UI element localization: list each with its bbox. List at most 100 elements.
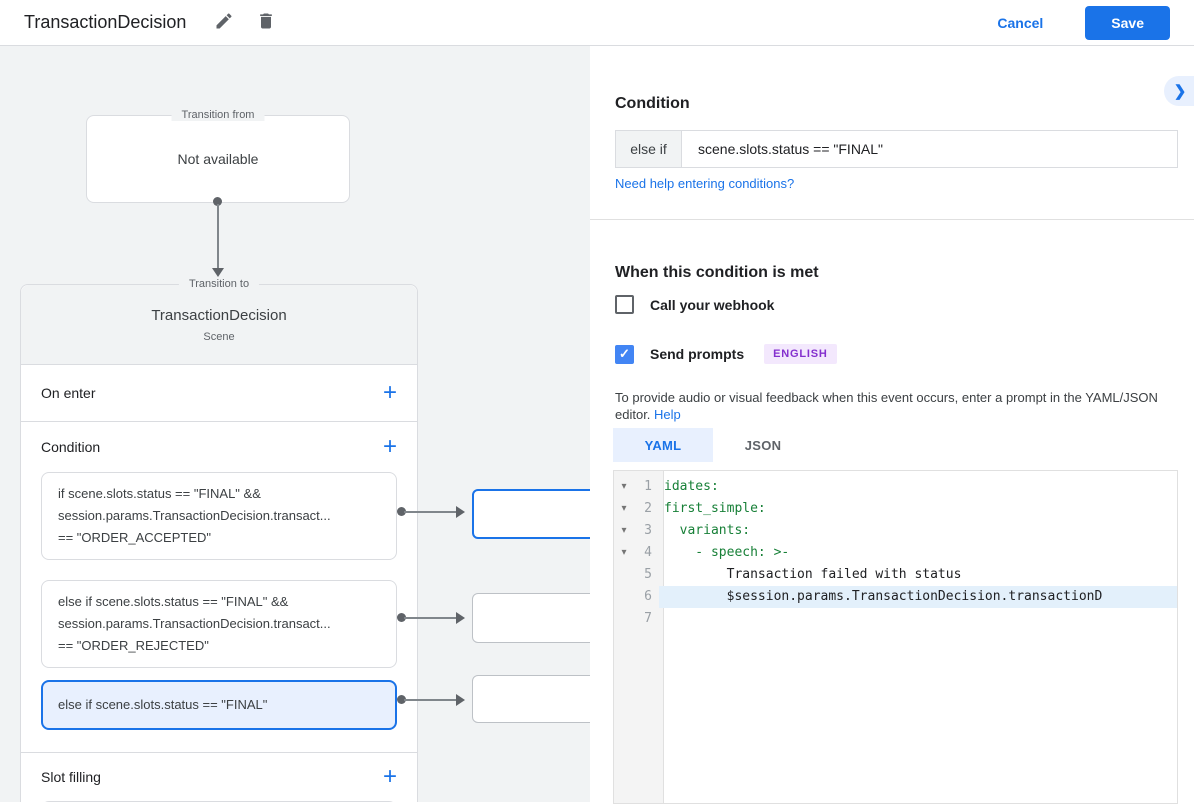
fold-arrow-icon[interactable]: ▾ xyxy=(621,547,627,558)
scene-card-header: TransactionDecision Scene xyxy=(21,285,417,365)
line-number: 1 xyxy=(644,479,652,494)
fold-arrow-icon[interactable]: ▾ xyxy=(621,503,627,514)
webhook-checkbox-row: Call your webhook xyxy=(615,295,774,314)
code-text: idates: xyxy=(664,479,719,494)
call-webhook-checkbox[interactable] xyxy=(615,295,634,314)
on-enter-section: On enter + xyxy=(21,365,417,422)
transition-target-node[interactable] xyxy=(472,593,590,643)
connector-dot xyxy=(397,695,406,704)
on-enter-label: On enter xyxy=(41,385,96,401)
transition-target-node[interactable] xyxy=(472,675,590,723)
line-number: 6 xyxy=(644,589,652,604)
code-line: ▾ 1 idates: xyxy=(614,476,1177,498)
transition-from-legend: Transition from xyxy=(171,109,265,121)
condition-card-1[interactable]: if scene.slots.status == "FINAL" && sess… xyxy=(41,472,397,560)
condition-prefix-label: else if xyxy=(616,131,682,167)
send-prompts-label: Send prompts xyxy=(650,346,745,362)
save-button[interactable]: Save xyxy=(1085,5,1170,40)
tab-json[interactable]: JSON xyxy=(744,437,782,453)
yaml-code-editor[interactable]: ▾ 1 idates: ▾ 2 first_simple: ▾ 3 varian… xyxy=(613,470,1178,804)
add-condition-button[interactable]: + xyxy=(379,435,401,459)
tab-yaml[interactable]: YAML xyxy=(613,428,713,462)
connector-line xyxy=(404,699,458,701)
chevron-right-icon: ❯ xyxy=(1173,83,1187,100)
transition-target-node-selected[interactable] xyxy=(472,489,590,539)
slot-filling-label: Slot filling xyxy=(41,769,101,785)
edit-button[interactable] xyxy=(212,9,236,36)
connector-line xyxy=(404,617,458,619)
code-text: first_simple: xyxy=(664,501,766,516)
condition-card-3-selected[interactable]: else if scene.slots.status == "FINAL" xyxy=(41,680,397,730)
line-number: 2 xyxy=(644,501,652,516)
connector-dot xyxy=(397,613,406,622)
condition-card-line: session.params.TransactionDecision.trans… xyxy=(58,616,331,631)
line-number: 3 xyxy=(644,523,652,538)
line-number: 4 xyxy=(644,545,652,560)
condition-detail-panel: ❯ Condition else if scene.slots.status =… xyxy=(590,46,1194,804)
prompt-help-link[interactable]: Help xyxy=(654,407,681,422)
checkmark-icon: ✓ xyxy=(619,346,630,361)
connector-arrowhead xyxy=(456,612,465,624)
code-text: $session.params.TransactionDecision.tran… xyxy=(659,586,1177,608)
line-number: 5 xyxy=(644,567,652,582)
scene-flow-canvas: Transition from Not available Transition… xyxy=(0,46,590,802)
code-text: Transaction failed with status xyxy=(664,567,962,582)
slot-filling-section-header: Slot filling + xyxy=(21,753,417,801)
condition-card-line: session.params.TransactionDecision.trans… xyxy=(58,508,331,523)
fold-spacer xyxy=(614,586,634,608)
code-line: ▾ 4 - speech: >- xyxy=(614,542,1177,564)
scene-subtitle: Scene xyxy=(203,330,235,343)
line-number: 7 xyxy=(644,611,652,626)
prompt-hint-body: To provide audio or visual feedback when… xyxy=(615,390,1158,422)
condition-card-line: == "ORDER_REJECTED" xyxy=(58,638,209,653)
condition-card-line: else if scene.slots.status == "FINAL" && xyxy=(58,594,289,609)
delete-icon xyxy=(256,11,276,34)
editor-tabs: YAML JSON xyxy=(613,428,813,462)
transition-from-node: Transition from Not available xyxy=(86,109,350,203)
condition-section: Condition + if scene.slots.status == "FI… xyxy=(21,422,417,753)
add-icon: + xyxy=(382,763,397,790)
condition-label: Condition xyxy=(41,439,101,455)
code-text: - speech: >- xyxy=(664,545,790,560)
code-line: ▾ 2 first_simple: xyxy=(614,498,1177,520)
panel-heading: Condition xyxy=(615,95,690,113)
add-icon: + xyxy=(382,379,397,406)
fold-arrow-icon[interactable]: ▾ xyxy=(621,481,627,492)
code-line: 7 xyxy=(614,608,1177,630)
page-title: TransactionDecision xyxy=(24,12,187,32)
transition-from-content: Not available xyxy=(177,151,259,167)
condition-card-line: == "ORDER_ACCEPTED" xyxy=(58,530,211,545)
editor-gutter xyxy=(614,471,664,803)
collapse-panel-button[interactable]: ❯ xyxy=(1164,76,1194,106)
prompts-checkbox-row: ✓ Send prompts ENGLISH xyxy=(615,344,837,364)
condition-card-2[interactable]: else if scene.slots.status == "FINAL" &&… xyxy=(41,580,397,668)
edit-icon xyxy=(214,11,234,34)
cancel-button[interactable]: Cancel xyxy=(991,14,1049,32)
delete-button[interactable] xyxy=(254,9,278,36)
condition-section-header: Condition + xyxy=(21,422,417,472)
header-actions: Cancel Save xyxy=(991,5,1170,40)
send-prompts-checkbox[interactable]: ✓ xyxy=(615,344,634,364)
code-text: variants: xyxy=(664,523,751,538)
add-on-enter-button[interactable]: + xyxy=(379,381,401,405)
conditions-help-link[interactable]: Need help entering conditions? xyxy=(615,176,795,191)
when-condition-heading: When this condition is met xyxy=(615,264,819,282)
transition-to-legend: Transition to xyxy=(178,278,260,290)
add-slot-button[interactable]: + xyxy=(379,765,401,789)
language-badge: ENGLISH xyxy=(764,344,837,364)
code-line: 5 Transaction failed with status xyxy=(614,564,1177,586)
prompt-hint-text: To provide audio or visual feedback when… xyxy=(615,389,1167,423)
connector-dot xyxy=(213,197,222,206)
panel-divider xyxy=(590,219,1194,220)
scene-title: TransactionDecision xyxy=(151,306,287,324)
code-line: ▾ 3 variants: xyxy=(614,520,1177,542)
code-text xyxy=(659,608,1177,630)
condition-expression-input[interactable]: scene.slots.status == "FINAL" xyxy=(698,141,884,157)
condition-input-group: else if scene.slots.status == "FINAL" xyxy=(615,130,1178,168)
fold-spacer xyxy=(614,564,634,586)
code-line-highlighted: 6 $session.params.TransactionDecision.tr… xyxy=(614,586,1177,608)
connector-arrowhead xyxy=(456,506,465,518)
fold-arrow-icon[interactable]: ▾ xyxy=(621,525,627,536)
connector-dot xyxy=(397,507,406,516)
fold-spacer xyxy=(614,608,634,630)
